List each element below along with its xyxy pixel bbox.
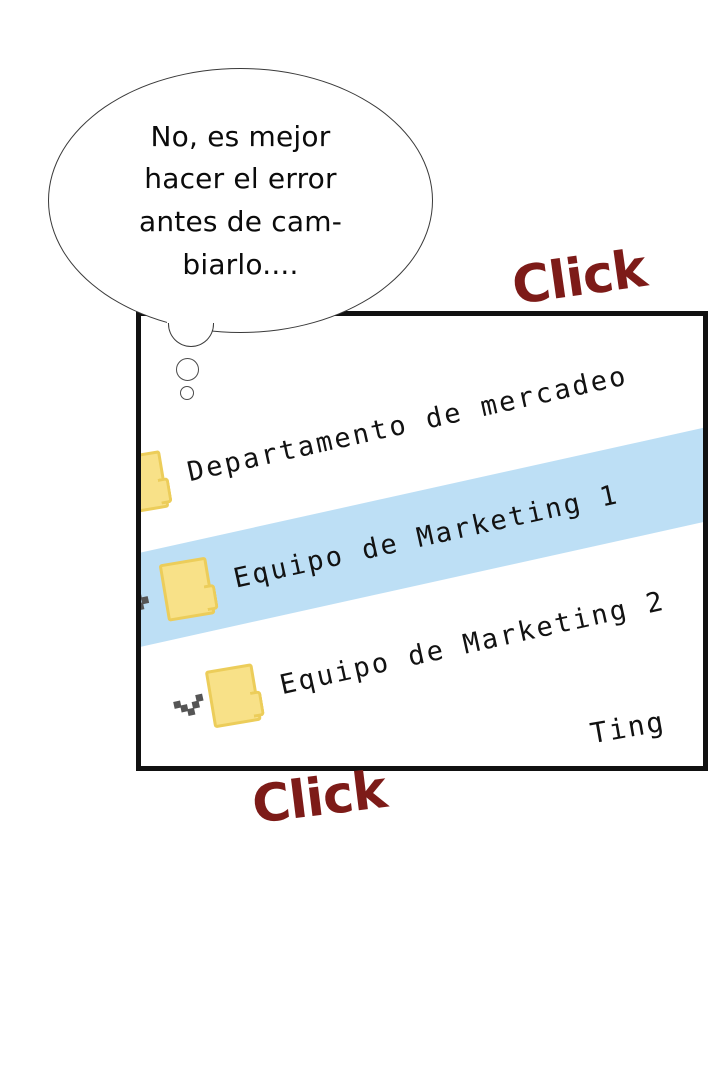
thought-bubble-tail-dot-large — [176, 358, 199, 381]
thought-bubble: No, es mejor hacer el error antes de cam… — [48, 68, 433, 333]
file-explorer-panel[interactable]: Departamento de mercadeo Equipo de Marke… — [136, 311, 708, 771]
folder-icon — [158, 554, 221, 624]
folder-icon — [141, 447, 176, 517]
thought-bubble-tail-dot-small — [180, 386, 194, 400]
thought-line-4: biarlo.... — [182, 247, 299, 281]
thought-line-2: hacer el error — [144, 162, 337, 196]
thought-bubble-text: No, es mejor hacer el error antes de cam… — [49, 69, 432, 332]
folder-tree: Departamento de mercadeo Equipo de Marke… — [141, 316, 703, 766]
folder-icon — [204, 660, 267, 730]
file-explorer-content: Departamento de mercadeo Equipo de Marke… — [141, 316, 703, 766]
sfx-click-bottom-left: Click — [248, 760, 390, 836]
sfx-click-top-right: Click — [508, 238, 650, 318]
thought-line-1: No, es mejor — [150, 119, 331, 153]
chevron-down-icon[interactable] — [169, 688, 205, 724]
thought-line-3: antes de cam- — [138, 205, 343, 238]
chevron-right-icon[interactable] — [141, 582, 159, 618]
